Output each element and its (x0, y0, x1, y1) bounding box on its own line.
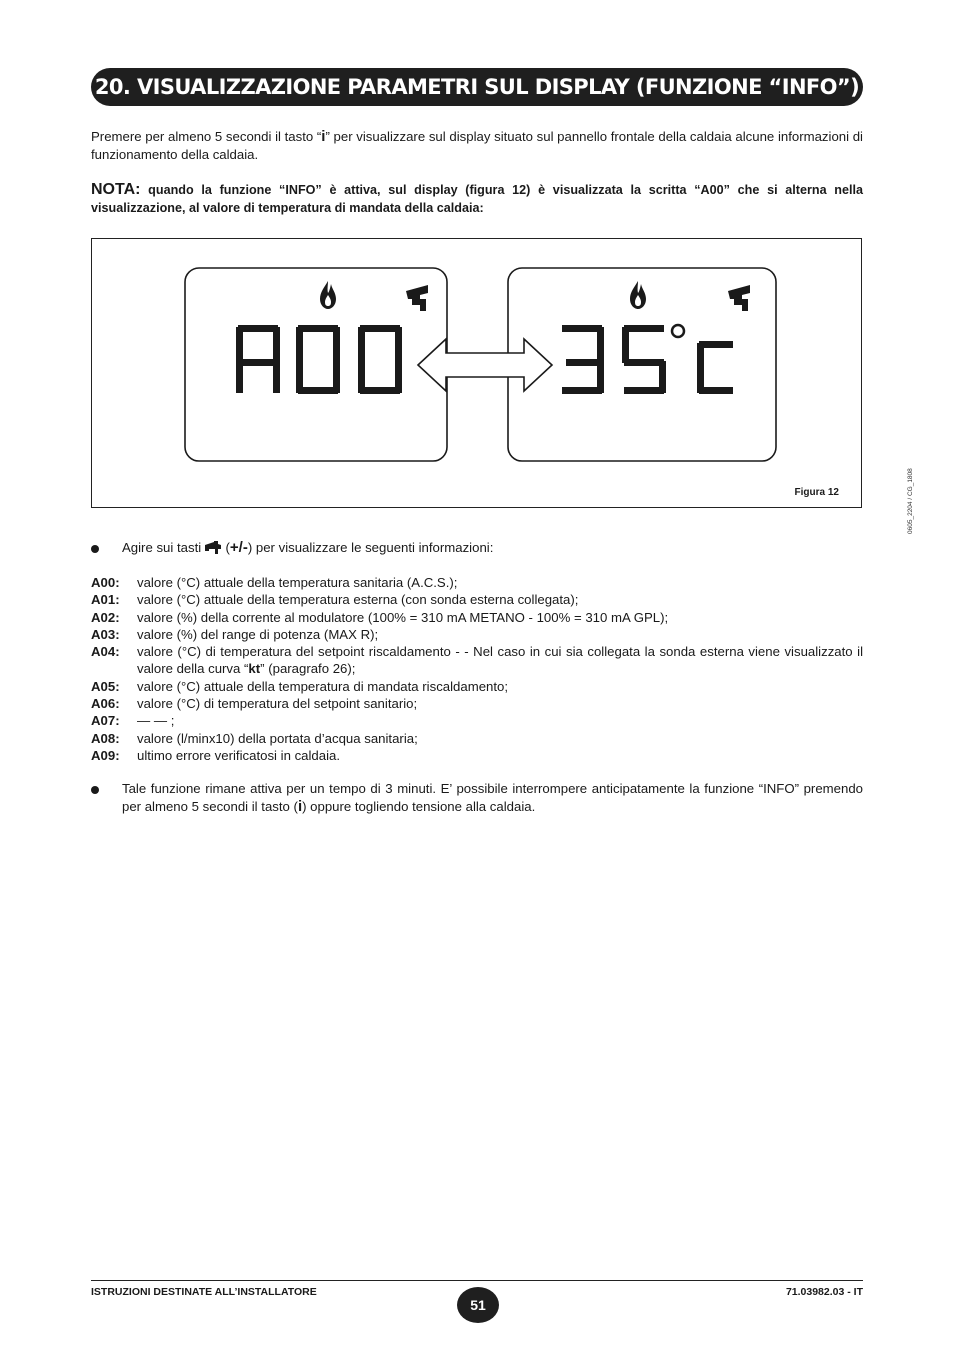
intro-text-2: ” per visualizzare sul display situato s… (91, 129, 863, 162)
tap-icon (406, 285, 428, 311)
param-row: A07: — — ; (91, 712, 863, 729)
bullet-dot (91, 545, 99, 553)
param-row: A08: valore (l/minx10) della portata d’ac… (91, 730, 863, 747)
bullet-info-text: Tale funzione rimane attiva per un tempo… (122, 780, 863, 816)
nota-label: NOTA: (91, 181, 141, 198)
figure-12: 0605_2204 / CG_1808 Figura 12 (91, 238, 914, 534)
param-row: A00: valore (°C) attuale della temperatur… (91, 574, 863, 591)
flame-icon (630, 281, 646, 309)
param-code: A06: (91, 696, 120, 712)
param-code: A02: (91, 609, 120, 625)
info-key-label: i (321, 128, 326, 145)
param-code: A07: (91, 713, 120, 729)
figure-caption: Figura 12 (794, 487, 839, 498)
bullet-info-duration: Tale funzione rimane attiva per un tempo… (91, 780, 863, 816)
footer-left-text: ISTRUZIONI DESTINATE ALL’INSTALLATORE (91, 1286, 317, 1298)
flame-icon (320, 281, 336, 309)
nota-paragraph: NOTA: quando la funzione “INFO” è attiva… (91, 181, 863, 217)
footer-divider (91, 1280, 863, 1281)
display-right-digits (562, 325, 733, 394)
param-row: A02: valore (%) della corrente al modulat… (91, 609, 863, 626)
figure-code: 0605_2204 / CG_1808 (907, 468, 914, 534)
bullet-info-text-2: ) oppure togliendo tensione alla caldaia… (302, 799, 536, 814)
param-desc: valore (°C) attuale della temperatura sa… (137, 575, 458, 590)
document-code: 71.03982.03 - IT (785, 1286, 863, 1298)
bullet-keys-paren: ( (221, 540, 230, 555)
bullet-keys-text-2: ) per visualizzare le seguenti informazi… (247, 540, 494, 555)
param-desc: valore (l/minx10) della portata d’acqua … (137, 730, 418, 746)
intro-text-1: Premere per almeno 5 secondi il tasto “ (91, 129, 322, 144)
display-illustration (184, 267, 777, 462)
param-row: A09: ultimo errore verificatosi in caldai… (91, 747, 863, 764)
degree-symbol (670, 323, 686, 339)
param-desc: — — ; (137, 713, 175, 729)
param-row: A04: valore (°C) di temperatura del setpo… (91, 643, 863, 678)
param-code: A08: (91, 730, 120, 746)
param-desc: valore (%) del range di potenza (MAX R); (137, 626, 379, 642)
param-desc: ultimo errore verificatosi in caldaia. (137, 747, 341, 763)
nota-text: quando la funzione “INFO” è attiva, sul … (91, 183, 863, 215)
param-desc: valore (%) della corrente al modulatore … (137, 609, 669, 625)
bullet-keys-text: Agire sui tasti (+/-) per visualizzare l… (122, 539, 863, 557)
bullet-dot (91, 786, 99, 794)
page-number: 51 (457, 1287, 499, 1323)
tap-icon (728, 285, 750, 311)
bullet-keys: Agire sui tasti (+/-) per visualizzare l… (91, 539, 863, 557)
param-desc: valore (°C) di temperatura del setpoint … (137, 696, 418, 712)
param-desc-post: ” (paragrafo 26); (260, 661, 356, 677)
param-code: A03: (91, 626, 120, 642)
param-code: A01: (91, 592, 120, 608)
param-desc-kt: kt (248, 661, 261, 677)
param-row: A05: valore (°C) attuale della temperatur… (91, 678, 863, 695)
param-row: A03: valore (%) del range di potenza (MAX… (91, 626, 863, 643)
parameter-list: A00: valore (°C) attuale della temperatur… (91, 574, 863, 764)
param-desc: valore (°C) attuale della temperatura es… (137, 592, 579, 608)
param-code: A05: (91, 678, 120, 694)
param-desc: valore (°C) attuale della temperatura di… (137, 678, 509, 694)
param-row: A01: valore (°C) attuale della temperatur… (91, 591, 863, 608)
param-code: A09: (91, 747, 120, 763)
param-desc-pre: valore (°C) di temperatura del setpoint … (137, 644, 863, 677)
param-code: A00: (91, 575, 120, 590)
info-key-label: i (297, 798, 303, 815)
double-arrow-icon (416, 337, 554, 393)
display-left-digits (236, 325, 402, 394)
param-desc: valore (°C) di temperatura del setpoint … (137, 643, 863, 678)
param-row: A06: valore (°C) di temperatura del setpo… (91, 695, 863, 712)
param-code: A04: (91, 644, 120, 660)
bullet-keys-text-1: Agire sui tasti (122, 540, 205, 555)
bullet-info-text-1: Tale funzione rimane attiva per un tempo… (122, 781, 863, 814)
section-title: 20. VISUALIZZAZIONE PARAMETRI SUL DISPLA… (91, 68, 863, 106)
tap-icon (204, 541, 221, 554)
intro-paragraph: Premere per almeno 5 secondi il tasto “i… (91, 128, 863, 163)
plus-minus-keys: +/- (229, 539, 248, 556)
